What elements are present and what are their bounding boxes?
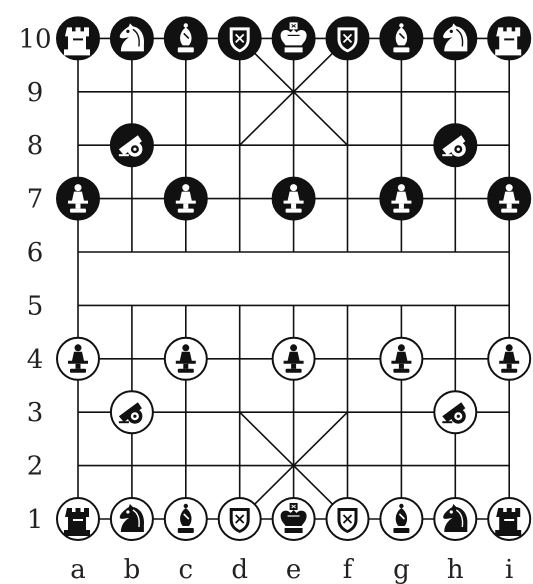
white-horse-piece-h1[interactable]: [434, 498, 476, 540]
rank-label-10: 10: [18, 24, 51, 54]
file-label-f: f: [343, 555, 355, 584]
white-advisor-piece-d1[interactable]: [219, 498, 261, 540]
rank-label-7: 7: [27, 185, 44, 215]
black-chariot-piece-a10[interactable]: [57, 17, 99, 59]
white-advisor-piece-f1[interactable]: [327, 498, 369, 540]
black-soldier-piece-e7[interactable]: [273, 178, 315, 220]
board-grid: [78, 38, 509, 519]
rank-label-8: 8: [27, 131, 44, 161]
black-advisor-piece-f10[interactable]: [327, 17, 369, 59]
black-horse-piece-h10[interactable]: [434, 17, 476, 59]
rank-label-4: 4: [27, 345, 44, 375]
rank-label-3: 3: [27, 398, 44, 428]
white-chariot-piece-a1[interactable]: [57, 498, 99, 540]
white-soldier-piece-e4[interactable]: [273, 338, 315, 380]
white-soldier-piece-i4[interactable]: [488, 338, 530, 380]
file-label-h: h: [447, 555, 464, 584]
white-soldier-piece-a4[interactable]: [57, 338, 99, 380]
black-horse-piece-b10[interactable]: [111, 17, 153, 59]
white-elephant-piece-g1[interactable]: [380, 498, 422, 540]
white-cannon-piece-h3[interactable]: [434, 391, 476, 433]
white-elephant-piece-c1[interactable]: [165, 498, 207, 540]
rank-label-2: 2: [27, 452, 44, 482]
file-label-c: c: [179, 555, 194, 584]
black-chariot-piece-i10[interactable]: [488, 17, 530, 59]
white-soldier-piece-g4[interactable]: [380, 338, 422, 380]
rank-label-9: 9: [27, 78, 44, 108]
black-soldier-piece-c7[interactable]: [165, 178, 207, 220]
black-advisor-piece-d10[interactable]: [219, 17, 261, 59]
white-chariot-piece-i1[interactable]: [488, 498, 530, 540]
rank-label-6: 6: [27, 238, 44, 268]
black-elephant-piece-c10[interactable]: [165, 17, 207, 59]
rank-label-1: 1: [27, 505, 44, 535]
rank-label-5: 5: [27, 291, 44, 321]
file-label-d: d: [231, 555, 248, 584]
black-soldier-piece-i7[interactable]: [488, 178, 530, 220]
file-label-g: g: [393, 555, 410, 584]
white-soldier-piece-c4[interactable]: [165, 338, 207, 380]
file-label-e: e: [286, 555, 301, 584]
white-cannon-piece-b3[interactable]: [111, 391, 153, 433]
black-cannon-piece-h8[interactable]: [434, 124, 476, 166]
file-label-i: i: [505, 555, 513, 584]
black-soldier-piece-a7[interactable]: [57, 178, 99, 220]
white-general-piece-e1[interactable]: [273, 498, 315, 540]
white-horse-piece-b1[interactable]: [111, 498, 153, 540]
file-label-b: b: [124, 555, 141, 584]
black-elephant-piece-g10[interactable]: [380, 17, 422, 59]
file-label-a: a: [70, 555, 86, 584]
black-soldier-piece-g7[interactable]: [380, 178, 422, 220]
black-general-piece-e10[interactable]: [273, 17, 315, 59]
black-cannon-piece-b8[interactable]: [111, 124, 153, 166]
